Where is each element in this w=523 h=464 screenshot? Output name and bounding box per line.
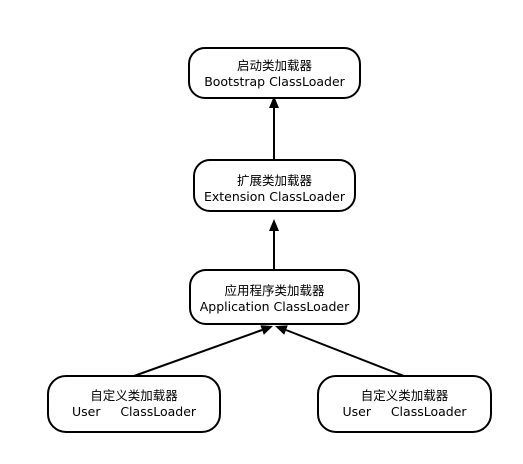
node-label-en: Extension ClassLoader bbox=[204, 189, 346, 204]
arrowhead-application-right bbox=[275, 325, 288, 335]
node-user-classloader-right: 自定义类加载器 User ClassLoader bbox=[317, 375, 492, 433]
arrowhead-application-left bbox=[260, 325, 273, 335]
node-label-cn: 启动类加载器 bbox=[237, 58, 313, 73]
node-box bbox=[47, 375, 221, 433]
edge-user-right-to-application bbox=[285, 329, 405, 377]
node-label-en: Bootstrap ClassLoader bbox=[204, 74, 345, 89]
node-user-classloader-left: 自定义类加载器 User ClassLoader bbox=[47, 375, 221, 433]
arrowhead-bootstrap bbox=[269, 96, 279, 108]
node-box bbox=[193, 159, 356, 212]
node-label-cn: 扩展类加载器 bbox=[237, 173, 313, 188]
node-box bbox=[317, 375, 492, 433]
node-box bbox=[189, 269, 360, 325]
edge-user-left-to-application bbox=[133, 329, 263, 377]
node-label-cn: 自定义类加载器 bbox=[361, 388, 449, 403]
node-box bbox=[188, 47, 361, 99]
node-label-cn: 应用程序类加载器 bbox=[224, 283, 325, 298]
node-label-cn: 自定义类加载器 bbox=[90, 388, 178, 403]
node-label-en: User ClassLoader bbox=[342, 404, 467, 419]
node-extension-classloader: 扩展类加载器 Extension ClassLoader bbox=[193, 159, 356, 212]
node-label-en: User ClassLoader bbox=[72, 404, 197, 419]
node-bootstrap-classloader: 启动类加载器 Bootstrap ClassLoader bbox=[188, 47, 361, 99]
edges bbox=[133, 96, 405, 377]
arrowhead-extension bbox=[269, 219, 279, 231]
node-application-classloader: 应用程序类加载器 Application ClassLoader bbox=[189, 269, 360, 325]
node-label-en: Application ClassLoader bbox=[200, 299, 350, 314]
